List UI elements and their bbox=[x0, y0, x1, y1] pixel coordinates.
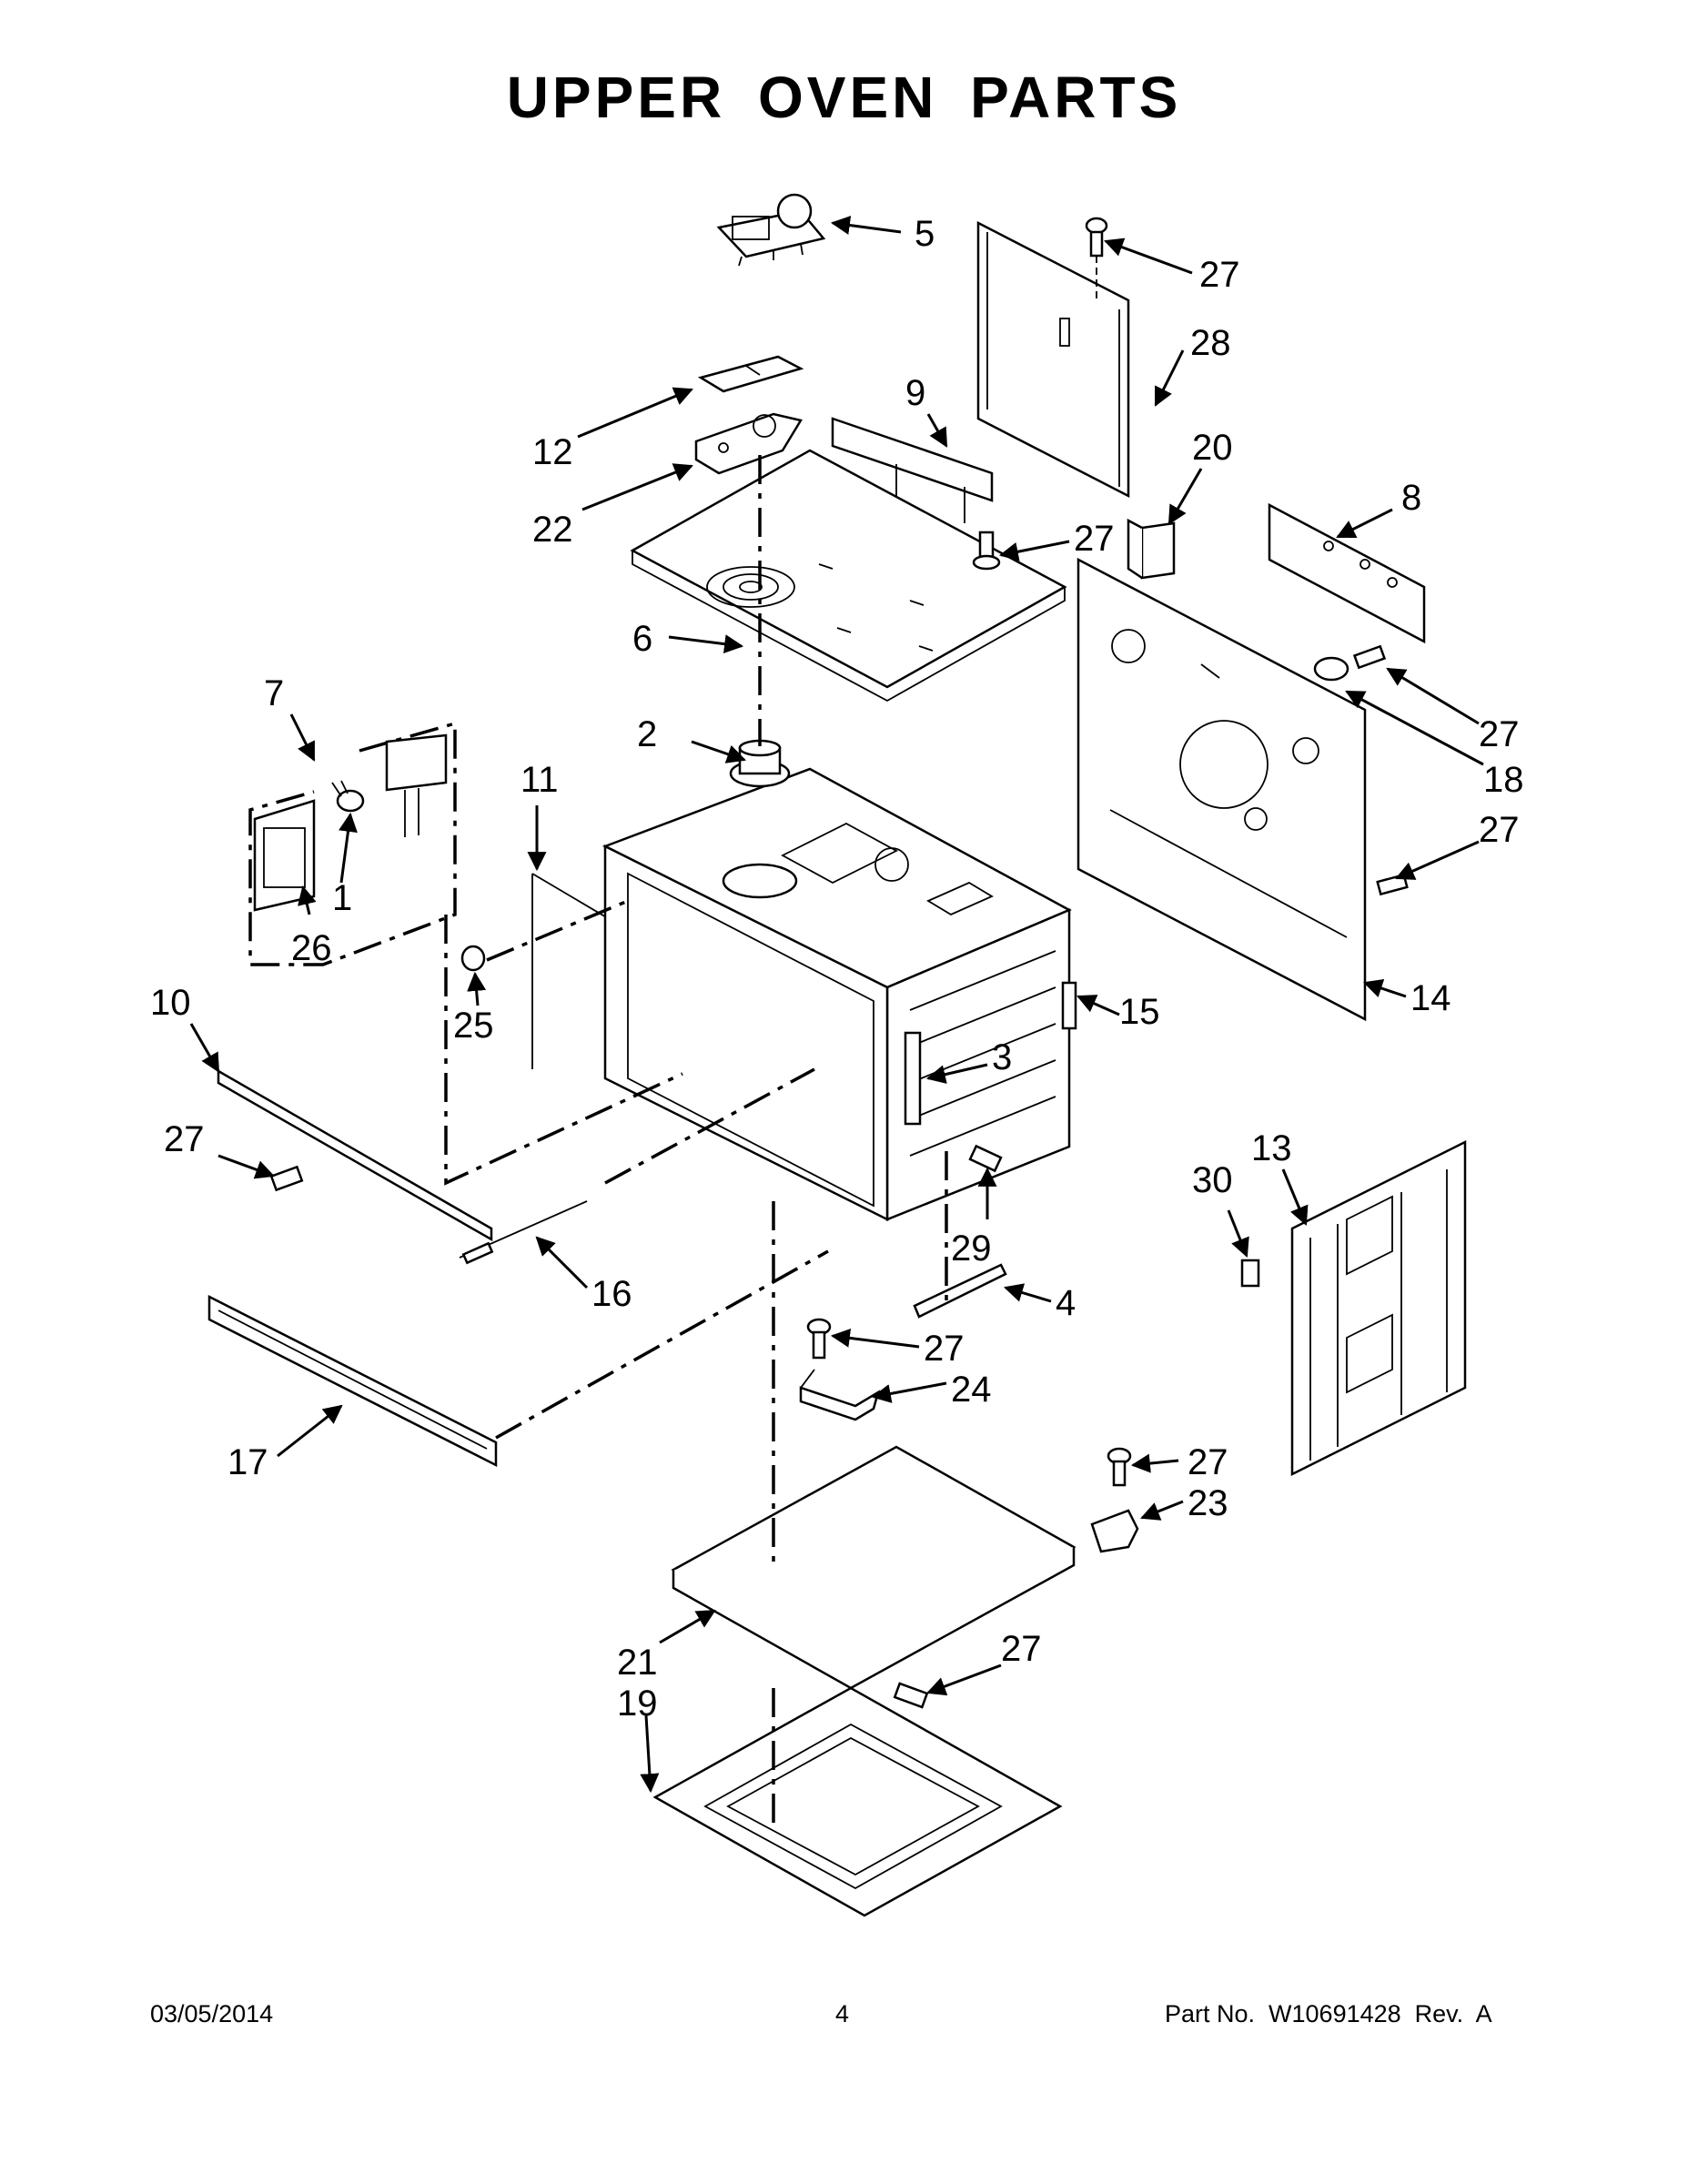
footer-page-number: 4 bbox=[835, 2000, 850, 2027]
callout-labels: 5 27 28 9 12 20 8 27 22 6 7 27 18 2 11 2… bbox=[150, 214, 1524, 1724]
page-title: UPPER OVEN PARTS bbox=[506, 65, 1182, 130]
callout-27: 27 bbox=[1074, 519, 1115, 559]
callout-17: 17 bbox=[227, 1442, 268, 1482]
part-6-top-plate bbox=[630, 449, 1067, 703]
part-2-fan bbox=[729, 739, 791, 788]
part-23-bracket bbox=[1090, 1509, 1139, 1553]
callout-7: 7 bbox=[264, 673, 284, 713]
callout-27: 27 bbox=[1479, 810, 1520, 850]
part-7-kit bbox=[248, 721, 457, 966]
callout-27: 27 bbox=[1001, 1629, 1042, 1669]
callout-1: 1 bbox=[332, 878, 352, 918]
part-27-screw-bottom bbox=[893, 1682, 929, 1709]
callout-21: 21 bbox=[617, 1643, 658, 1683]
part-25-plug bbox=[460, 945, 486, 972]
callout-9: 9 bbox=[905, 373, 925, 413]
callout-12: 12 bbox=[532, 432, 573, 472]
part-19-bottom-plate bbox=[652, 1686, 1063, 1917]
part-16-sensor bbox=[459, 1200, 588, 1265]
callout-27: 27 bbox=[924, 1329, 965, 1369]
part-27-screw-top bbox=[1085, 217, 1108, 300]
part-14-side-panel bbox=[1076, 557, 1367, 1022]
callout-4: 4 bbox=[1056, 1283, 1076, 1323]
footer-part-number: Part No. W10691428 Rev. A bbox=[1165, 2000, 1492, 2027]
part-10-rail bbox=[217, 1068, 493, 1242]
part-8-bracket bbox=[1268, 502, 1426, 644]
part-18-gasket bbox=[1313, 656, 1349, 682]
part-3-bracket bbox=[904, 1031, 922, 1126]
callout-24: 24 bbox=[951, 1370, 992, 1410]
part-13-back-panel bbox=[1290, 1139, 1467, 1477]
part-27-screw-24 bbox=[806, 1318, 832, 1360]
callout-22: 22 bbox=[532, 510, 573, 550]
part-27-screw-23 bbox=[1107, 1447, 1132, 1487]
callout-25: 25 bbox=[453, 1006, 494, 1046]
part-20-box bbox=[1127, 518, 1176, 580]
callout-30: 30 bbox=[1192, 1160, 1233, 1200]
callout-3: 3 bbox=[992, 1037, 1012, 1077]
callout-29: 29 bbox=[951, 1228, 992, 1269]
assembly-lines bbox=[444, 455, 948, 1829]
callout-5: 5 bbox=[915, 214, 935, 254]
part-27-screw-rail bbox=[269, 1165, 304, 1192]
leader-lines bbox=[189, 216, 1484, 1794]
callout-27: 27 bbox=[1199, 255, 1240, 295]
part-30-clip bbox=[1240, 1259, 1260, 1288]
callout-8: 8 bbox=[1401, 478, 1421, 518]
part-17-trim bbox=[207, 1294, 498, 1468]
callout-15: 15 bbox=[1119, 992, 1160, 1032]
callout-10: 10 bbox=[150, 983, 191, 1023]
callout-28: 28 bbox=[1190, 323, 1231, 363]
part-9-baffle bbox=[831, 417, 994, 523]
part-15-latch bbox=[1061, 981, 1077, 1030]
part-4-bracket bbox=[913, 1263, 1007, 1319]
callout-18: 18 bbox=[1483, 760, 1524, 800]
callout-19: 19 bbox=[617, 1684, 658, 1724]
oven-cavity bbox=[601, 767, 1072, 1222]
callout-16: 16 bbox=[591, 1274, 632, 1314]
callout-27: 27 bbox=[1188, 1442, 1228, 1482]
callout-27: 27 bbox=[164, 1119, 205, 1159]
part-29-screw bbox=[968, 1144, 1003, 1173]
callout-27: 27 bbox=[1479, 714, 1520, 754]
callout-6: 6 bbox=[632, 619, 652, 659]
part-21-tray bbox=[671, 1445, 1076, 1690]
part-28-rear-panel bbox=[976, 220, 1130, 499]
part-22-bracket bbox=[694, 412, 803, 475]
callout-2: 2 bbox=[637, 714, 657, 754]
callout-13: 13 bbox=[1251, 1128, 1292, 1168]
callout-14: 14 bbox=[1410, 978, 1451, 1018]
footer-date: 03/05/2014 bbox=[150, 2000, 274, 2027]
callout-26: 26 bbox=[291, 928, 332, 968]
callout-20: 20 bbox=[1192, 428, 1233, 468]
part-5-motor bbox=[716, 193, 826, 267]
callout-11: 11 bbox=[521, 760, 559, 800]
callout-23: 23 bbox=[1188, 1483, 1228, 1523]
part-12-bracket bbox=[697, 355, 804, 393]
part-24-bracket bbox=[799, 1369, 881, 1421]
part-27-screw-mid bbox=[972, 531, 1001, 571]
